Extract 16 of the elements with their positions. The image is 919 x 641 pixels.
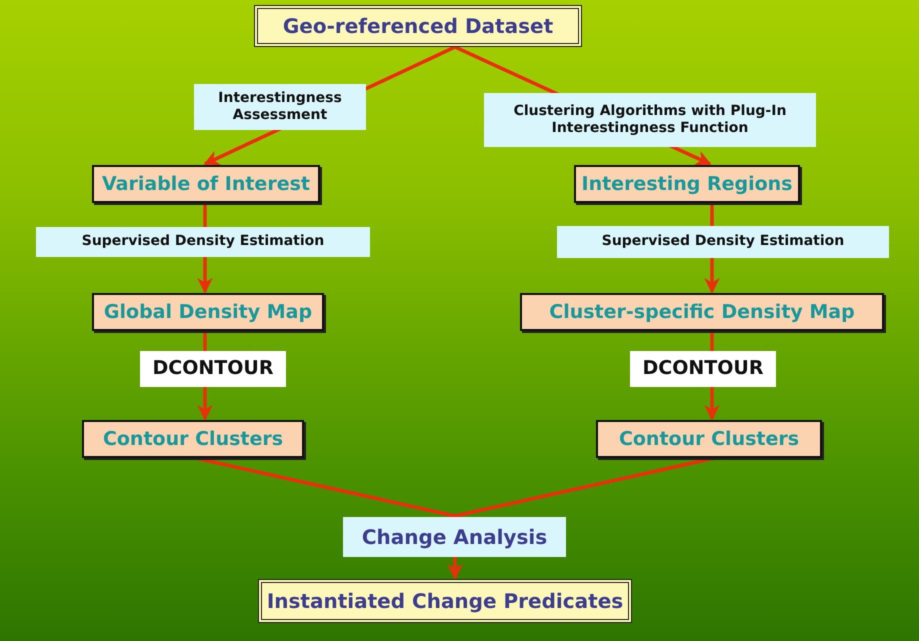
process-box: Global Density Map [92,293,324,331]
arrow [447,557,463,580]
step-box: Change Analysis [343,517,566,557]
edge-label: DCONTOUR [630,351,776,387]
process-box: Contour Clusters [82,420,304,458]
edge-label: Clustering Algorithms with Plug-In Interestingness Function [484,93,816,147]
edge-label: Supervised Density Estimation [557,226,889,258]
edge-label: DCONTOUR [140,351,286,387]
process-box: Variable of Interest [92,165,320,203]
edge-label: Interestingness Assessment [194,84,366,130]
terminal-box: Geo-referenced Dataset [254,5,582,47]
edge-label: Supervised Density Estimation [36,227,370,257]
process-box: Interesting Regions [574,165,800,203]
process-box: Cluster-specific Density Map [520,293,884,331]
process-box: Contour Clusters [596,420,822,458]
terminal-box: Instantiated Change Predicates [258,579,632,623]
